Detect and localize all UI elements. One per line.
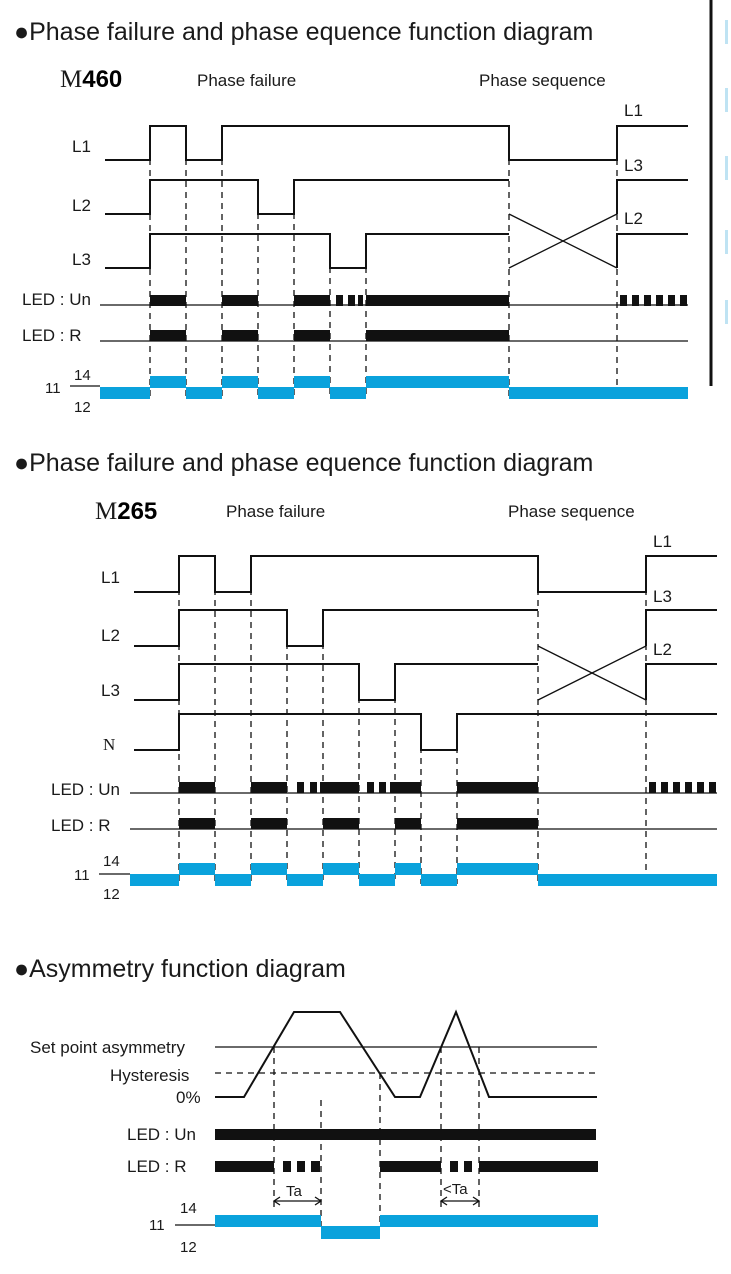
phase-sequence-label: Phase sequence xyxy=(508,502,635,521)
signal-l1 xyxy=(105,125,688,161)
zero-label: 0% xyxy=(176,1088,201,1107)
diagram-m265: ●Phase failure and phase equence functio… xyxy=(14,449,717,903)
signal-seq-bottom xyxy=(616,233,688,268)
relay-state xyxy=(130,863,717,886)
contact-no-label: 14 xyxy=(103,853,120,870)
time-markers xyxy=(178,556,647,884)
phase-sequence-label: Phase sequence xyxy=(479,71,606,90)
diagram-m460: ●Phase failure and phase equence functio… xyxy=(14,0,728,416)
model-label: M265 xyxy=(95,498,157,525)
diagram-asymmetry: ●Asymmetry function diagram Set point as… xyxy=(14,955,598,1256)
led-un-bar xyxy=(150,295,687,306)
led-r-label: LED : R xyxy=(51,816,111,835)
signal-l2 xyxy=(134,609,538,647)
signal-label-n: N xyxy=(103,735,115,754)
phase-failure-label: Phase failure xyxy=(197,71,296,90)
signal-label-l1: L1 xyxy=(72,137,91,156)
signal-l3 xyxy=(134,663,538,701)
seq-label-l3: L3 xyxy=(624,156,643,175)
contact-nc-label: 12 xyxy=(180,1239,197,1256)
contact-common-label: 11 xyxy=(74,867,90,884)
model-prefix: M xyxy=(95,498,117,525)
seq-label-l2: L2 xyxy=(624,209,643,228)
contact-no-label: 14 xyxy=(74,367,91,384)
asymmetry-curve xyxy=(215,1009,597,1098)
relay-state xyxy=(215,1215,598,1239)
led-r-bar xyxy=(150,330,509,341)
model-label: M460 xyxy=(60,66,122,93)
signal-label-l3: L3 xyxy=(101,681,120,700)
signal-l2 xyxy=(105,179,509,215)
signal-label-l1: L1 xyxy=(101,568,120,587)
diagram-title: ●Asymmetry function diagram xyxy=(14,955,346,983)
side-tick-marks xyxy=(725,20,728,324)
signal-l3 xyxy=(105,233,509,269)
led-un-label: LED : Un xyxy=(51,780,120,799)
signal-label-l2: L2 xyxy=(101,626,120,645)
contact-nc-label: 12 xyxy=(74,399,91,416)
signal-seq-bottom xyxy=(645,663,717,700)
contact-no-label: 14 xyxy=(180,1200,197,1217)
signal-label-l3: L3 xyxy=(72,250,91,269)
led-r-bar xyxy=(179,818,538,829)
phase-failure-label: Phase failure xyxy=(226,502,325,521)
sequence-cross-b xyxy=(508,213,618,269)
seq-label-l1: L1 xyxy=(653,532,672,551)
signal-n xyxy=(134,713,717,751)
ta-label: Ta xyxy=(286,1183,303,1200)
signal-l1 xyxy=(134,555,717,593)
led-r-bar xyxy=(215,1161,598,1172)
lt-ta-label: <Ta xyxy=(443,1181,468,1198)
signal-seq-middle xyxy=(645,609,717,646)
diagram-title: ●Phase failure and phase equence functio… xyxy=(14,449,593,477)
led-un-bar xyxy=(179,782,716,793)
contact-common-label: 11 xyxy=(45,380,61,397)
sequence-cross-b xyxy=(537,645,647,701)
signal-label-l2: L2 xyxy=(72,196,91,215)
led-un-label: LED : Un xyxy=(22,290,91,309)
diagram-title: ●Phase failure and phase equence functio… xyxy=(14,18,593,46)
lt-ta-dimension: <Ta xyxy=(439,1181,481,1206)
seq-label-l2: L2 xyxy=(653,640,672,659)
signal-seq-middle xyxy=(616,179,688,214)
contact-nc-label: 12 xyxy=(103,886,120,903)
seq-label-l3: L3 xyxy=(653,587,672,606)
time-markers xyxy=(149,126,618,398)
led-r-label: LED : R xyxy=(127,1157,187,1176)
model-number: 265 xyxy=(117,498,157,525)
led-un-label: LED : Un xyxy=(127,1125,196,1144)
relay-state xyxy=(100,376,688,399)
led-un-bar xyxy=(215,1129,596,1140)
model-number: 460 xyxy=(82,66,122,93)
seq-label-l1: L1 xyxy=(624,101,643,120)
model-prefix: M xyxy=(60,66,82,93)
ta-dimension: Ta xyxy=(272,1183,323,1206)
hysteresis-label: Hysteresis xyxy=(110,1066,189,1085)
led-r-label: LED : R xyxy=(22,326,82,345)
contact-common-label: 11 xyxy=(149,1217,165,1234)
set-point-label: Set point asymmetry xyxy=(30,1038,185,1057)
